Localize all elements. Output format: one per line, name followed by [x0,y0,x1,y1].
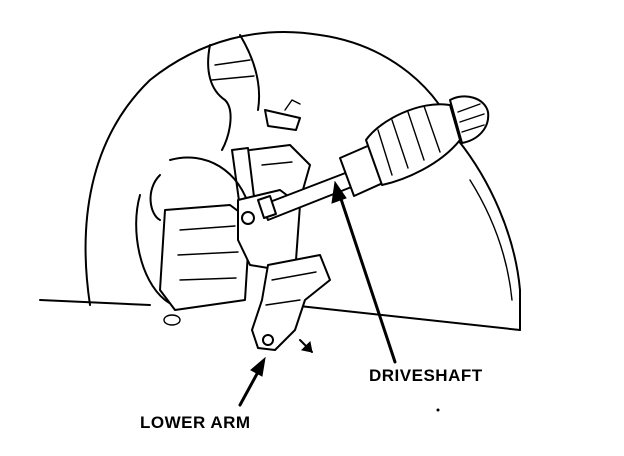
strut-assembly [207,34,301,209]
lower-arm-label: LOWER ARM [140,413,251,432]
fender-outline [39,31,521,331]
driveshaft-label: DRIVESHAFT [369,366,483,385]
driveshaft-part [257,95,490,221]
brake-hub [135,156,253,326]
specks [436,408,440,412]
lower-arm-part [251,254,331,353]
callout-leaders [238,180,397,407]
